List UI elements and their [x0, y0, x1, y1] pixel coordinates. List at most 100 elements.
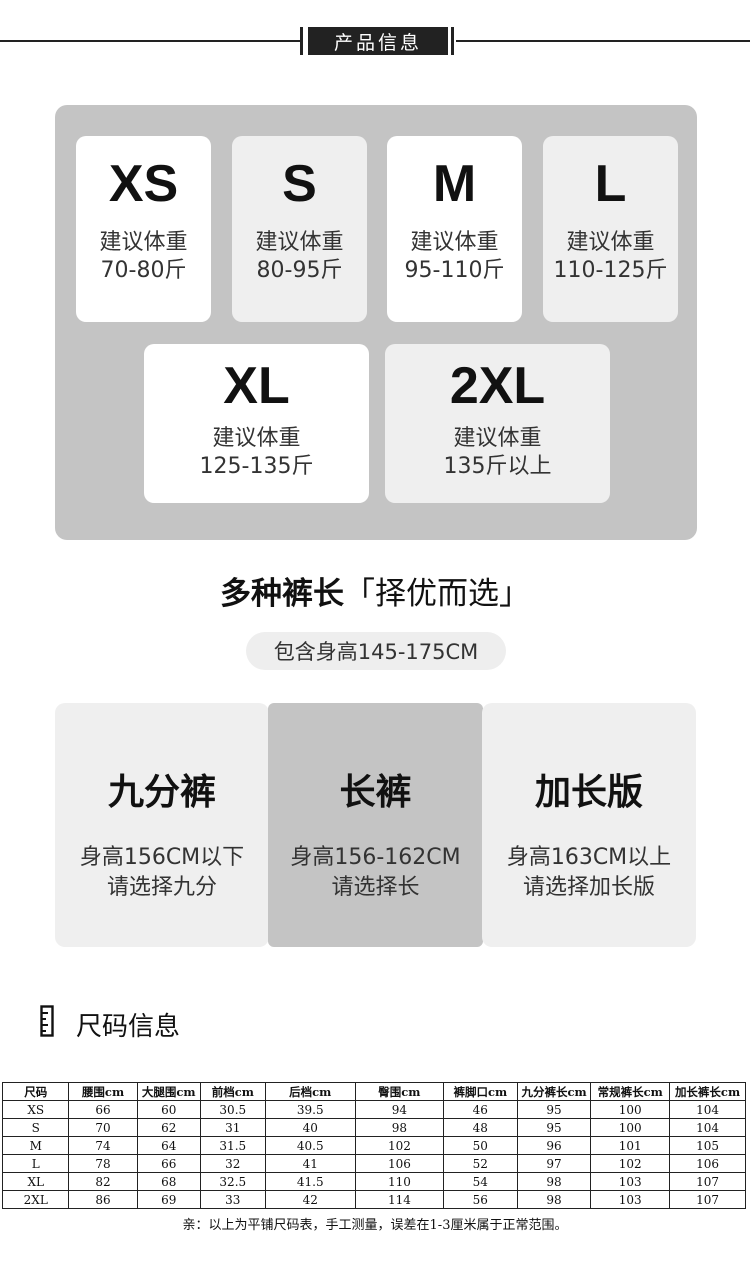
size-card-xs: XS 建议体重 70-80斤: [76, 136, 211, 322]
length-height: 身高156CM以下: [79, 845, 245, 870]
size-code: L: [594, 155, 627, 213]
size-code: M: [432, 155, 477, 213]
table-cell: 40: [264, 1118, 356, 1137]
table-header: 常规裤长cm: [590, 1082, 671, 1101]
table-cell: 106: [669, 1154, 746, 1173]
length-height: 身高156-162CM: [290, 845, 461, 870]
length-desc: 身高156-162CM 请选择长: [290, 843, 460, 902]
length-advice: 请选择九分: [106, 874, 217, 900]
table-header: 九分裤长cm: [516, 1082, 592, 1101]
table-cell: 62: [136, 1118, 201, 1137]
table-cell: 102: [354, 1136, 444, 1155]
length-title-rest: 「择优而选」: [344, 576, 530, 612]
table-cell: 98: [516, 1172, 592, 1191]
length-desc: 身高156CM以下 请选择九分: [80, 843, 244, 902]
table-cell: 70: [68, 1118, 138, 1137]
table-header: 大腿围cm: [136, 1082, 201, 1101]
size-card-2xl: 2XL 建议体重 135斤以上: [385, 344, 610, 503]
table-cell: 41.5: [264, 1172, 356, 1191]
length-height: 身高163CM以上: [506, 845, 672, 870]
table-cell: 114: [354, 1190, 444, 1209]
table-cell: 68: [136, 1172, 201, 1191]
table-cell: 94: [354, 1100, 444, 1119]
table-cell: 107: [669, 1172, 746, 1191]
table-cell: 30.5: [199, 1100, 266, 1119]
table-header: 前档cm: [199, 1082, 266, 1101]
size-weight-label: 建议体重: [99, 230, 188, 255]
table-cell: 31: [199, 1118, 266, 1137]
table-cell: 107: [669, 1190, 746, 1209]
size-weight-label: 建议体重: [410, 230, 499, 255]
header-bar-left: [300, 27, 303, 55]
table-cell: 50: [442, 1136, 518, 1155]
table-cell: 64: [136, 1136, 201, 1155]
length-desc: 身高163CM以上 请选择加长版: [507, 843, 671, 902]
table-header: 腰围cm: [68, 1082, 138, 1101]
table-cell: 42: [264, 1190, 356, 1209]
header-line-right: [456, 40, 750, 42]
table-cell: XL: [1, 1172, 70, 1191]
table-cell: 69: [136, 1190, 201, 1209]
table-cell: 74: [68, 1136, 138, 1155]
size-table: 尺码 腰围cm 大腿围cm 前档cm 后档cm 臀围cm 裤脚口cm 九分裤长c…: [1, 1082, 746, 1209]
table-cell: 101: [590, 1136, 671, 1155]
table-cell: 103: [590, 1172, 671, 1191]
length-card-cropped: 九分裤 身高156CM以下 请选择九分: [55, 703, 269, 947]
table-cell: M: [1, 1136, 70, 1155]
table-cell: 54: [442, 1172, 518, 1191]
table-cell: 105: [669, 1136, 746, 1155]
table-cell: 48: [442, 1118, 518, 1137]
length-advice: 请选择长: [331, 874, 420, 900]
table-cell: 40.5: [264, 1136, 356, 1155]
table-cell: 95: [516, 1100, 592, 1119]
table-cell: 33: [199, 1190, 266, 1209]
size-code: XS: [108, 155, 179, 213]
size-code: XL: [223, 357, 290, 415]
table-header-row: 尺码 腰围cm 大腿围cm 前档cm 后档cm 臀围cm 裤脚口cm 九分裤长c…: [1, 1082, 746, 1101]
size-card-l: L 建议体重 110-125斤: [543, 136, 678, 322]
size-weight-label: 建议体重: [255, 230, 344, 255]
table-cell: 46: [442, 1100, 518, 1119]
table-cell: 97: [516, 1154, 592, 1173]
section-title-product-info: 产品信息: [308, 27, 448, 55]
table-cell: 60: [136, 1100, 201, 1119]
table-cell: 86: [68, 1190, 138, 1209]
table-cell: 2XL: [1, 1190, 70, 1209]
table-cell: 52: [442, 1154, 518, 1173]
table-cell: 102: [590, 1154, 671, 1173]
table-cell: 100: [590, 1118, 671, 1137]
size-weight-label: 建议体重: [453, 426, 542, 451]
table-cell: 95: [516, 1118, 592, 1137]
length-name: 长裤: [339, 772, 412, 813]
size-card-s: S 建议体重 80-95斤: [232, 136, 367, 322]
table-cell: 104: [669, 1118, 746, 1137]
size-weight-range: 70-80斤: [100, 258, 187, 284]
table-cell: 66: [136, 1154, 201, 1173]
size-code: S: [282, 155, 317, 213]
table-cell: 96: [516, 1136, 592, 1155]
size-weight-range: 80-95斤: [256, 258, 343, 284]
length-name: 加长版: [534, 772, 643, 813]
table-header: 加长裤长cm: [669, 1082, 746, 1101]
length-card-extended: 加长版 身高163CM以上 请选择加长版: [482, 703, 696, 947]
length-section-title: 多种裤长「择优而选」: [0, 568, 750, 613]
size-weight-label: 建议体重: [566, 230, 655, 255]
table-cell: 41: [264, 1154, 356, 1173]
size-card-m: M 建议体重 95-110斤: [387, 136, 522, 322]
size-info-title: 尺码信息: [76, 1012, 181, 1042]
size-weight-panel: XS 建议体重 70-80斤 S 建议体重 80-95斤 M 建议体重 95-1…: [55, 105, 697, 540]
table-cell: 32: [199, 1154, 266, 1173]
table-header: 后档cm: [264, 1082, 356, 1101]
table-cell: L: [1, 1154, 70, 1173]
table-cell: 98: [516, 1190, 592, 1209]
table-cell: 100: [590, 1100, 671, 1119]
size-weight-range: 135斤以上: [443, 454, 552, 480]
header-bar-right: [451, 27, 454, 55]
table-cell: XS: [1, 1100, 70, 1119]
height-range-pill: 包含身高145-175CM: [246, 632, 506, 670]
length-card-regular: 长裤 身高156-162CM 请选择长: [268, 703, 483, 947]
table-cell: 31.5: [199, 1136, 266, 1155]
